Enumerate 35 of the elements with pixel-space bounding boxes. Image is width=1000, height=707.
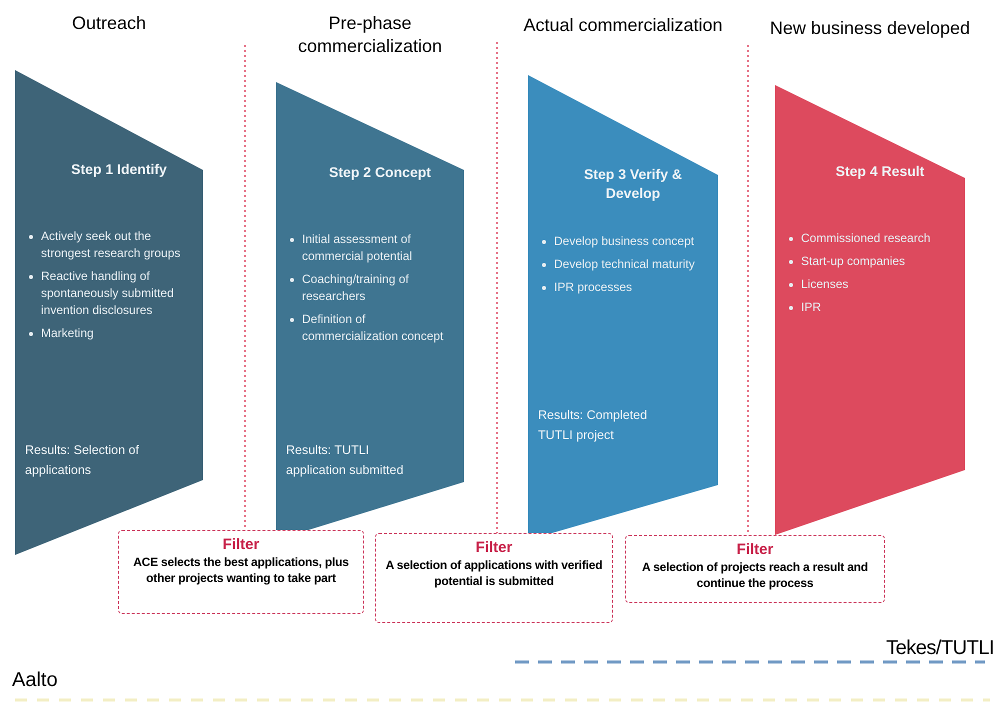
filter-heading: Filter xyxy=(476,538,512,557)
timeline-label: Aalto xyxy=(12,668,58,692)
results-text: Results: Completed TUTLI project xyxy=(538,407,648,444)
bullet-item: Actively seek out the strongest research groups xyxy=(41,228,182,262)
phase-heading: New business developed xyxy=(768,17,972,40)
filter-heading: Filter xyxy=(736,540,774,559)
bullet-item: IPR xyxy=(801,299,822,316)
phase-heading: Actual commercialization xyxy=(522,14,724,37)
bullet-item: Initial assessment of commercial potential xyxy=(302,231,414,265)
bullet-item: Develop business concept xyxy=(554,233,694,250)
bullet-item: Reactive handling of spontaneously submitted invention disclosures xyxy=(41,268,175,319)
filter-heading: Filter xyxy=(222,535,260,554)
filter-description: A selection of projects reach a result and continue the process xyxy=(641,559,869,591)
step-title: Step 4 Result xyxy=(834,162,926,181)
bullet-item: Definition of commercialization concept xyxy=(302,311,444,345)
filter-box xyxy=(375,533,613,623)
filter-box xyxy=(118,530,364,614)
phase-heading: Pre-phase commercialization xyxy=(296,12,444,58)
results-text: Results: TUTLI application submitted xyxy=(286,442,404,479)
step-title: Step 1 Identify xyxy=(70,160,168,179)
bullet-item: Start-up companies xyxy=(801,253,906,270)
bullet-item: Develop technical maturity xyxy=(554,256,695,273)
results-text: Results: Selection of applications xyxy=(25,442,140,479)
step-title: Step 2 Concept xyxy=(328,163,432,182)
filter-description: ACE selects the best applications, plus other projects wanting to take part xyxy=(132,554,350,586)
bullet-item: Marketing xyxy=(41,325,94,342)
filter-box xyxy=(625,535,885,603)
filter-description: A selection of applications with verified potential is submitted xyxy=(384,557,604,589)
bullet-item: IPR processes xyxy=(554,279,632,296)
timeline-label: Tekes/TUTLI xyxy=(886,636,994,660)
bullet-item: Licenses xyxy=(801,276,848,293)
phase-heading: Outreach xyxy=(70,12,148,35)
bullet-item: Coaching/training of researchers xyxy=(302,271,410,305)
step-title: Step 3 Verify & Develop xyxy=(582,165,684,203)
bullet-item: Commissioned research xyxy=(801,230,930,247)
